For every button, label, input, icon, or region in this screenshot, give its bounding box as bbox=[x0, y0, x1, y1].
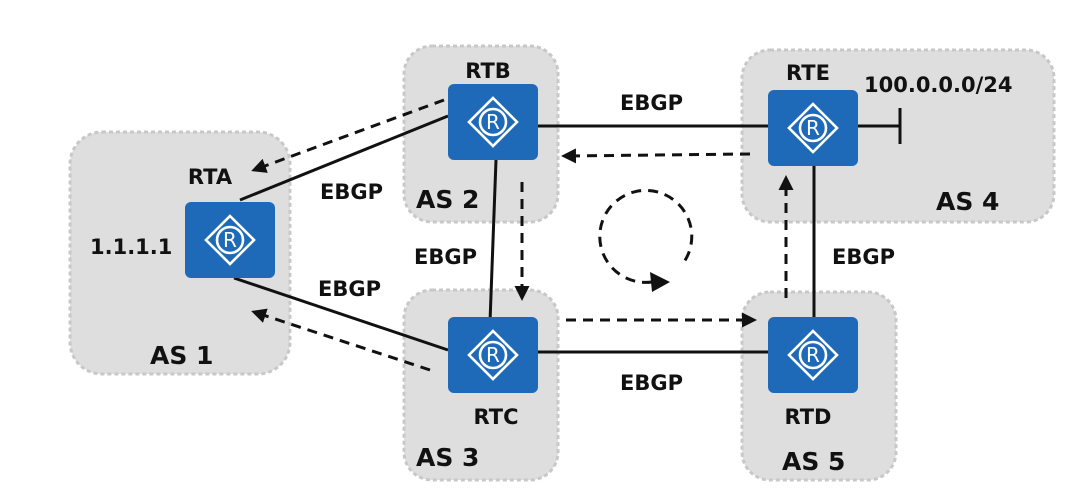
as-label-1: AS 1 bbox=[150, 341, 213, 370]
link-label-rtd-rte: EBGP bbox=[832, 245, 895, 269]
router-glyph-letter: R bbox=[806, 116, 820, 140]
address-rte-prefix: 100.0.0.0/24 bbox=[864, 73, 1013, 97]
router-rta[interactable]: R bbox=[183, 200, 277, 280]
link-label-rtb-rte: EBGP bbox=[620, 91, 683, 115]
router-glyph-letter: R bbox=[223, 228, 237, 252]
link-rta-rtc bbox=[233, 276, 449, 352]
router-label-rtc: RTC bbox=[474, 405, 519, 429]
router-label-rtb: RTB bbox=[465, 59, 511, 83]
address-rta-loopback: 1.1.1.1 bbox=[90, 235, 172, 259]
loop-indicator-circle bbox=[598, 188, 694, 284]
router-rtd[interactable]: R bbox=[766, 315, 860, 395]
flow-arrow-rte-to-rtb bbox=[561, 148, 751, 164]
link-rtb-rtc bbox=[488, 159, 498, 323]
router-label-rtd: RTD bbox=[785, 405, 832, 429]
link-label-rtc-rtd: EBGP bbox=[620, 371, 683, 395]
as-zone-1 bbox=[68, 130, 292, 376]
as-label-4: AS 4 bbox=[936, 187, 999, 216]
link-label-rta-rtb: EBGP bbox=[320, 180, 383, 204]
as-label-2: AS 2 bbox=[416, 185, 479, 214]
loop-indicator-arrowhead bbox=[650, 272, 670, 292]
as-label-5: AS 5 bbox=[782, 447, 845, 476]
router-glyph-letter: R bbox=[486, 110, 500, 134]
link-label-rtb-rtc: EBGP bbox=[414, 245, 477, 269]
router-rte[interactable]: R bbox=[766, 88, 860, 168]
router-rtc[interactable]: R bbox=[446, 315, 540, 395]
flow-arrow-rtc-to-rta bbox=[251, 308, 431, 372]
link-label-rta-rtc: EBGP bbox=[318, 277, 381, 301]
router-glyph-letter: R bbox=[806, 343, 820, 367]
router-glyph-letter: R bbox=[486, 343, 500, 367]
router-label-rte: RTE bbox=[786, 61, 830, 85]
router-label-rta: RTA bbox=[188, 165, 233, 189]
link-rta-rtb bbox=[239, 114, 449, 202]
as-label-3: AS 3 bbox=[416, 443, 479, 472]
router-rtb[interactable]: R bbox=[446, 82, 540, 162]
